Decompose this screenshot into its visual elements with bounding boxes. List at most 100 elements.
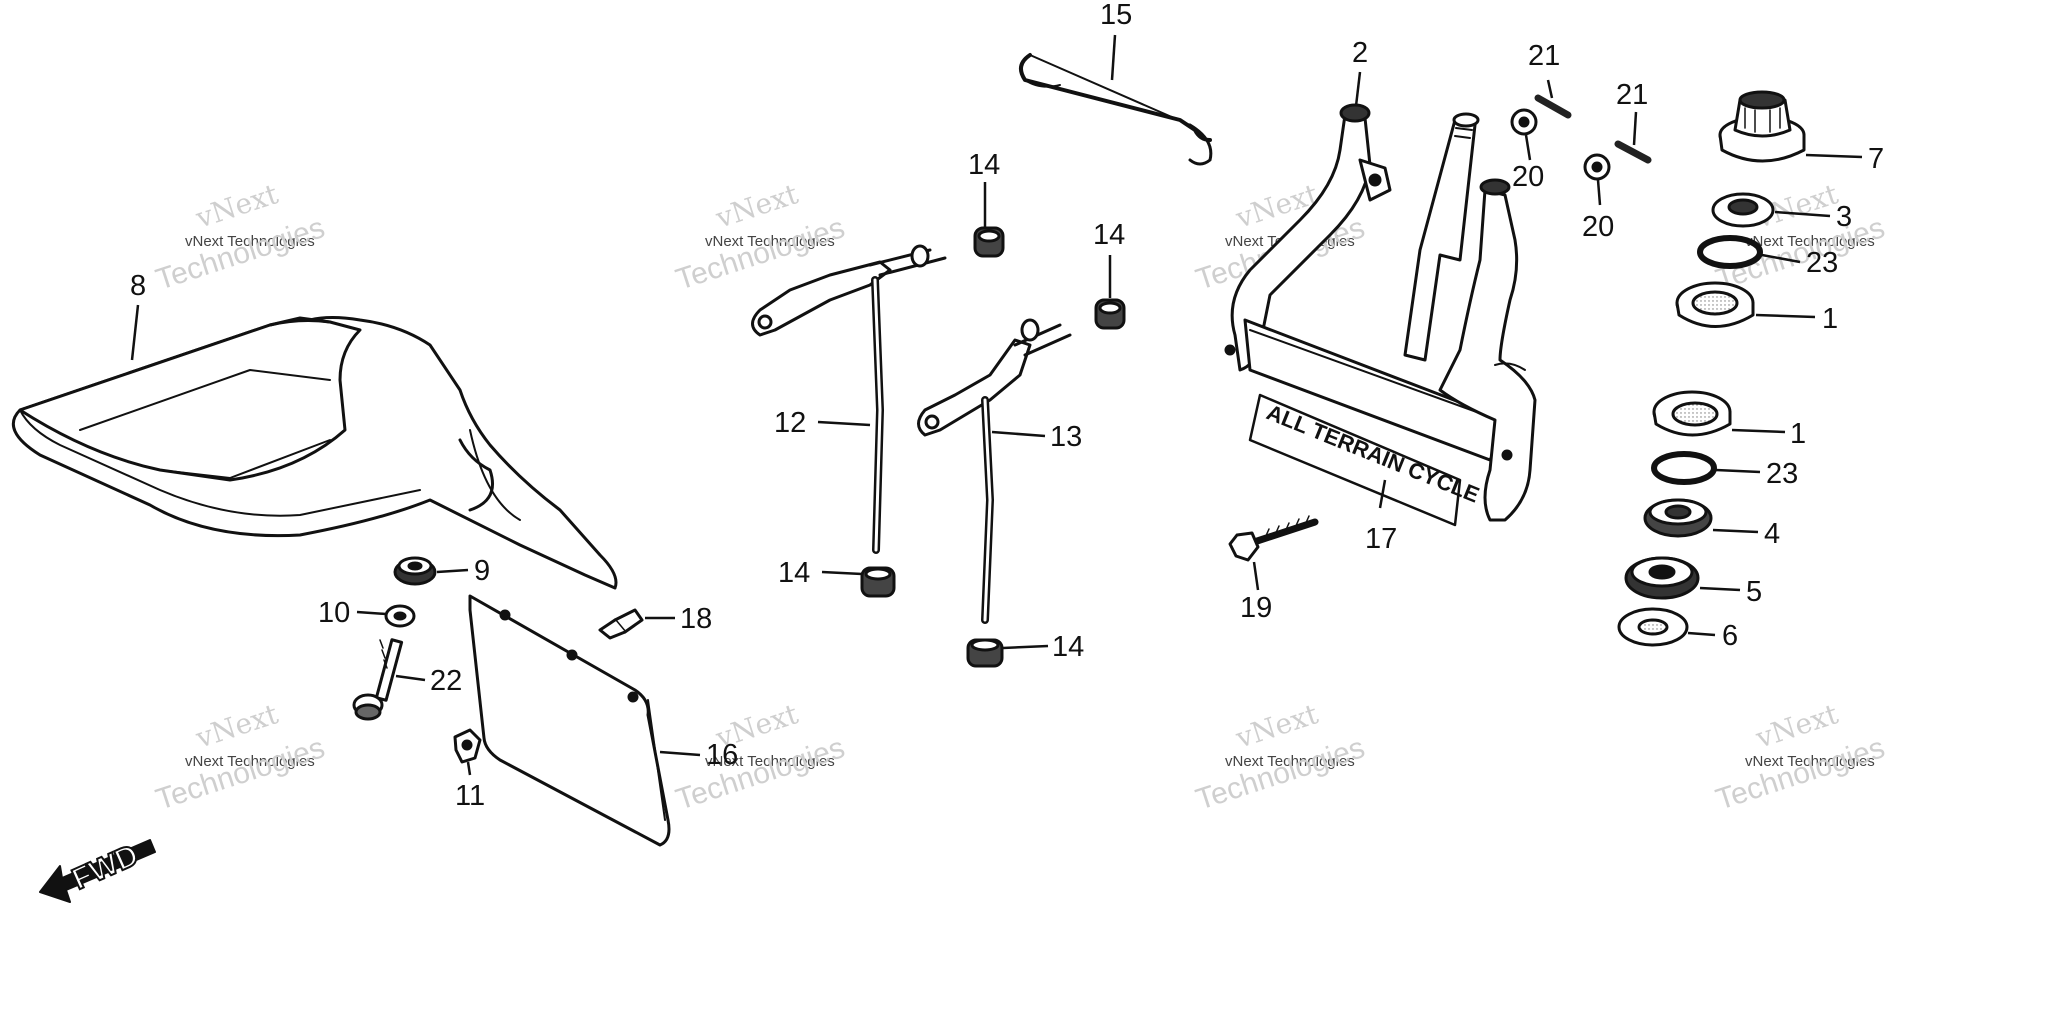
- leader-5: [1699, 586, 1741, 592]
- callout-labels: 8 15 2 21 21 20 20 7 3 23 1 1 23 4 5 6 1…: [130, 0, 1884, 812]
- leader-20a: [1524, 134, 1532, 161]
- watermark-large: Technologies: [672, 731, 849, 817]
- leader-19: [1252, 561, 1260, 591]
- callout-2: 2: [1352, 37, 1368, 69]
- callout-22: 22: [430, 665, 462, 697]
- callout-17: 17: [1365, 523, 1397, 555]
- leader-23b: [1715, 468, 1761, 474]
- leader-12: [817, 420, 871, 427]
- watermark-line: vNext Technologies: [1745, 233, 1875, 250]
- leader-21b: [1632, 111, 1638, 146]
- part-rubber-14a: [973, 226, 1005, 258]
- callout-20b: 20: [1582, 211, 1614, 243]
- leader-14d: [1002, 644, 1049, 650]
- leader-17: [1378, 479, 1387, 509]
- part-bolt-19: [1228, 515, 1319, 562]
- callout-13: 13: [1050, 421, 1082, 453]
- part-collar-10: [384, 604, 416, 628]
- callout-6: 6: [1722, 620, 1738, 652]
- leader-7: [1805, 153, 1863, 159]
- part-rubber-14b: [1094, 298, 1126, 330]
- part-bolt-22: [352, 638, 404, 721]
- leader-13: [991, 430, 1046, 438]
- watermark-line: vNext Technologies: [705, 753, 835, 770]
- leader-8: [130, 304, 140, 361]
- watermark-8: vNext vNext Technologies Technologies: [1712, 697, 1889, 817]
- watermark-line: vNext Technologies: [1225, 753, 1355, 770]
- part-washer-3: [1711, 192, 1775, 228]
- leader-2: [1354, 71, 1362, 107]
- callout-10: 10: [318, 597, 350, 629]
- leader-10: [356, 610, 387, 616]
- callout-12: 12: [774, 407, 806, 439]
- callout-1b: 1: [1790, 418, 1806, 450]
- watermark-line: vNext Technologies: [185, 233, 315, 250]
- leader-9: [436, 568, 469, 574]
- leader-20b: [1596, 179, 1602, 206]
- callout-23a: 23: [1806, 247, 1838, 279]
- part-front-fender: [11, 316, 618, 590]
- fwd-label: FWD: [67, 838, 143, 896]
- leader-16: [659, 750, 701, 757]
- part-race-1a: [1675, 281, 1755, 328]
- watermark-1: vNext vNext Technologies Technologies: [152, 177, 329, 297]
- part-washer-6: [1617, 607, 1689, 647]
- leader-3: [1774, 210, 1831, 218]
- callout-21b: 21: [1616, 79, 1648, 111]
- leader-22: [395, 674, 426, 682]
- part-bearing-4: [1643, 498, 1713, 538]
- part-stay-13: [917, 318, 1072, 624]
- callout-19: 19: [1240, 592, 1272, 624]
- callout-5: 5: [1746, 576, 1762, 608]
- fwd-arrow-icon: [39, 839, 156, 903]
- part-fork-2: [1224, 103, 1537, 522]
- part-nut-11: [453, 728, 482, 764]
- part-grommet-9: [393, 556, 437, 586]
- watermark-large: Technologies: [1712, 731, 1889, 817]
- part-number-plate: [468, 594, 671, 847]
- leader-1b: [1731, 428, 1786, 434]
- watermark-6: vNext vNext Technologies Technologies: [672, 697, 849, 817]
- leader-15: [1110, 34, 1117, 81]
- watermark-line: vNext Technologies: [705, 233, 835, 250]
- leader-11: [466, 761, 472, 776]
- watermark-large: Technologies: [1192, 731, 1369, 817]
- callout-3: 3: [1836, 201, 1852, 233]
- leader-21a: [1546, 79, 1554, 99]
- callout-8: 8: [130, 270, 146, 302]
- leader-lines: [130, 34, 1863, 776]
- watermark-large: Technologies: [152, 731, 329, 817]
- callout-9: 9: [474, 555, 490, 587]
- watermark-5: vNext vNext Technologies Technologies: [152, 697, 329, 817]
- leader-4: [1712, 528, 1759, 534]
- part-rubber-14c: [860, 566, 896, 598]
- part-rubber-14d: [966, 638, 1004, 668]
- callout-14a: 14: [968, 149, 1000, 181]
- leader-6: [1687, 631, 1716, 637]
- part-screw-18: [598, 608, 644, 640]
- callout-4: 4: [1764, 518, 1780, 550]
- part-washer-20b: [1583, 153, 1611, 181]
- watermark-7: vNext vNext Technologies Technologies: [1192, 697, 1369, 817]
- part-ring-23b: [1651, 451, 1717, 485]
- callout-11: 11: [455, 780, 485, 812]
- leader-1a: [1755, 313, 1816, 319]
- part-cotter-pin-21b: [1614, 140, 1652, 164]
- watermark-line: vNext Technologies: [185, 753, 315, 770]
- callout-14b: 14: [1093, 219, 1125, 251]
- callout-20a: 20: [1512, 161, 1544, 193]
- part-ring-23a: [1697, 235, 1763, 269]
- callout-14c: 14: [778, 557, 810, 589]
- callout-14d: 14: [1052, 631, 1084, 663]
- part-race-1b: [1652, 390, 1732, 437]
- part-nut-7: [1718, 90, 1806, 163]
- part-spring-rod-15: [1019, 53, 1213, 166]
- part-seal-5: [1624, 556, 1700, 600]
- part-cotter-pin-21a: [1534, 94, 1572, 119]
- leader-23a: [1761, 253, 1801, 264]
- watermark-large: Technologies: [152, 211, 329, 297]
- callout-21a: 21: [1528, 40, 1560, 72]
- watermark-line: vNext Technologies: [1745, 753, 1875, 770]
- leader-14c: [821, 570, 863, 576]
